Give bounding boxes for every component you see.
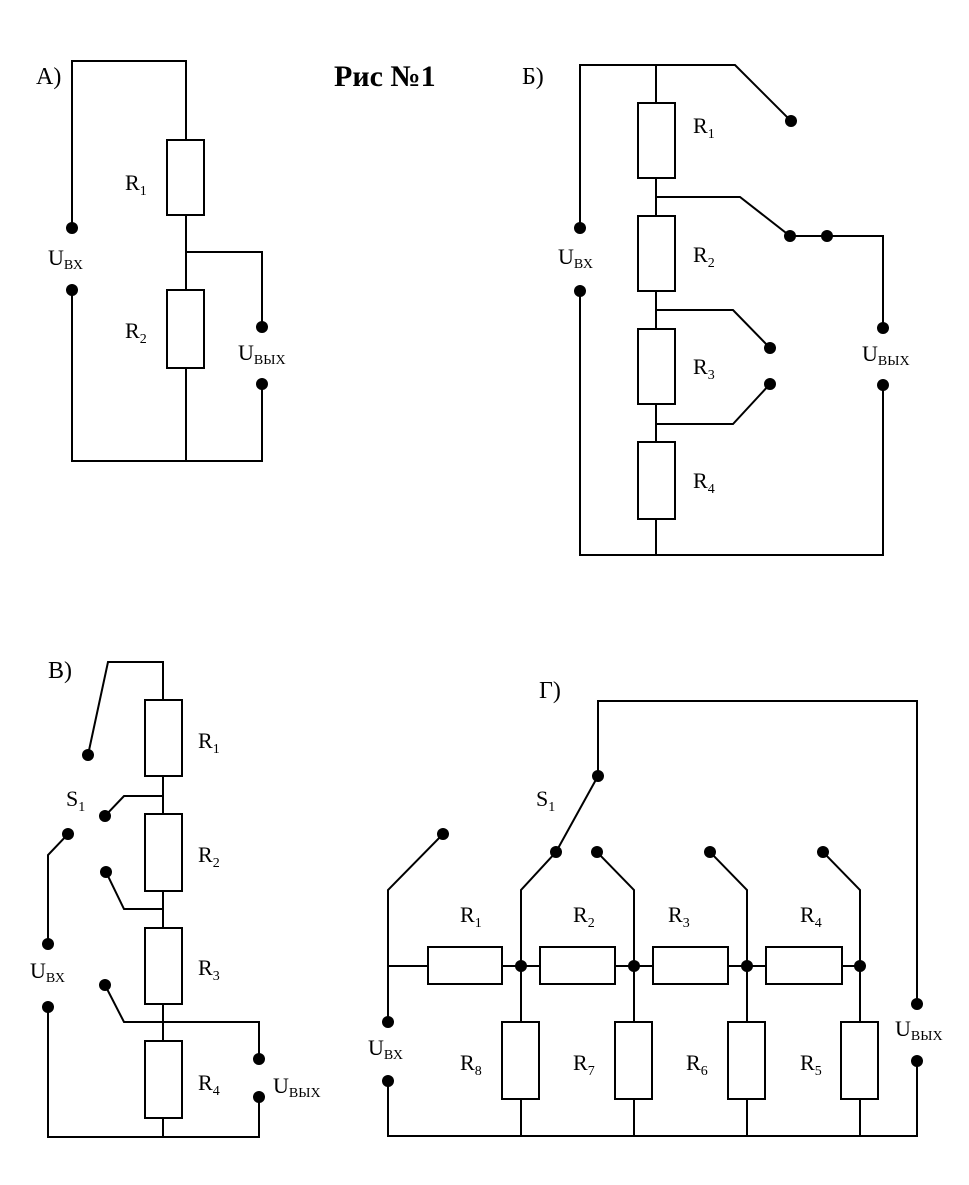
panel-g-label: Г) xyxy=(539,678,561,704)
switch-contact-2 xyxy=(99,810,111,822)
terminal-out-bottom xyxy=(911,1055,923,1067)
terminal-in-top xyxy=(66,222,78,234)
switch-common xyxy=(821,230,833,242)
resistor-r6 xyxy=(727,1021,766,1100)
label-r1: R1 xyxy=(198,728,220,757)
terminal-in-bottom xyxy=(42,1001,54,1013)
terminal-in-bottom xyxy=(66,284,78,296)
resistor-r2 xyxy=(166,289,205,369)
label-u-in: UВХ xyxy=(558,244,593,272)
resistor-r1 xyxy=(637,102,676,179)
label-u-in: UВХ xyxy=(368,1035,403,1063)
resistor-r1 xyxy=(144,699,183,777)
label-r4: R4 xyxy=(693,468,715,497)
label-u-in: UВХ xyxy=(48,245,83,273)
label-r1: R1 xyxy=(460,902,482,931)
label-u-out: UВЫХ xyxy=(895,1016,943,1044)
switch-contact-4 xyxy=(99,979,111,991)
switch-common xyxy=(62,828,74,840)
label-r5: R5 xyxy=(800,1050,822,1079)
switch-contact-3 xyxy=(764,342,776,354)
resistor-r1 xyxy=(166,139,205,216)
node-1 xyxy=(515,960,527,972)
switch-contact-1 xyxy=(550,846,562,858)
node-2 xyxy=(628,960,640,972)
resistor-r3 xyxy=(652,946,729,985)
resistor-r2 xyxy=(144,813,183,892)
label-r4: R4 xyxy=(198,1070,220,1099)
figure-title: Рис №1 xyxy=(334,60,436,93)
terminal-out-bottom xyxy=(256,378,268,390)
panel-v-label: В) xyxy=(48,658,72,684)
panel-v-circuit: В) R1 R2 R3 R4 S1 UВХ UВЫХ xyxy=(30,658,321,1138)
label-s1: S1 xyxy=(66,786,85,815)
terminal-out-top xyxy=(256,321,268,333)
label-r6: R6 xyxy=(686,1050,708,1079)
terminal-in-bottom xyxy=(382,1075,394,1087)
label-r4: R4 xyxy=(800,902,822,931)
label-r8: R8 xyxy=(460,1050,482,1079)
switch-contact-2 xyxy=(591,846,603,858)
switch-contact-2 xyxy=(784,230,796,242)
switch-contact-1 xyxy=(785,115,797,127)
resistor-r4 xyxy=(637,441,676,520)
terminal-out-top xyxy=(911,998,923,1010)
label-r2: R2 xyxy=(693,242,715,271)
panel-g-circuit: Г) xyxy=(368,678,943,1137)
panel-a-circuit: А) R1 R2 UВХ UВЫХ xyxy=(36,60,286,462)
resistor-r3 xyxy=(637,328,676,405)
node-3 xyxy=(741,960,753,972)
resistor-r3 xyxy=(144,927,183,1005)
resistor-r2 xyxy=(539,946,616,985)
terminal-out-top xyxy=(253,1053,265,1065)
switch-common xyxy=(592,770,604,782)
label-r7: R7 xyxy=(573,1050,595,1079)
resistor-r7 xyxy=(614,1021,653,1100)
panel-b-label: Б) xyxy=(522,64,544,90)
switch-contact-in xyxy=(437,828,449,840)
node-4 xyxy=(854,960,866,972)
resistor-r4 xyxy=(144,1040,183,1119)
resistor-r2 xyxy=(637,215,676,292)
terminal-out-bottom xyxy=(253,1091,265,1103)
label-r2: R2 xyxy=(125,318,147,347)
resistor-r1 xyxy=(427,946,503,985)
terminal-in-bottom xyxy=(574,285,586,297)
switch-contact-3 xyxy=(100,866,112,878)
label-r1: R1 xyxy=(125,170,147,199)
resistor-r5 xyxy=(840,1021,879,1100)
switch-contact-4 xyxy=(817,846,829,858)
terminal-in-top xyxy=(382,1016,394,1028)
terminal-out-top xyxy=(877,322,889,334)
label-s1: S1 xyxy=(536,786,555,815)
label-r3: R3 xyxy=(198,955,220,984)
label-r1: R1 xyxy=(693,113,715,142)
label-u-out: UВЫХ xyxy=(862,341,910,369)
resistor-r4 xyxy=(765,946,843,985)
label-r3: R3 xyxy=(693,354,715,383)
label-r3: R3 xyxy=(668,902,690,931)
label-r2: R2 xyxy=(198,842,220,871)
terminal-out-bottom xyxy=(877,379,889,391)
switch-contact-1 xyxy=(82,749,94,761)
switch-contact-3 xyxy=(704,846,716,858)
resistor-r8 xyxy=(501,1021,540,1100)
label-u-in: UВХ xyxy=(30,958,65,986)
terminal-in-top xyxy=(42,938,54,950)
label-r2: R2 xyxy=(573,902,595,931)
label-u-out: UВЫХ xyxy=(273,1073,321,1101)
terminal-in-top xyxy=(574,222,586,234)
panel-a-label: А) xyxy=(36,64,61,90)
switch-contact-4 xyxy=(764,378,776,390)
label-u-out: UВЫХ xyxy=(238,340,286,368)
panel-b-circuit: Б) R1 R2 R3 R4 UВХ UВЫХ xyxy=(522,64,910,556)
